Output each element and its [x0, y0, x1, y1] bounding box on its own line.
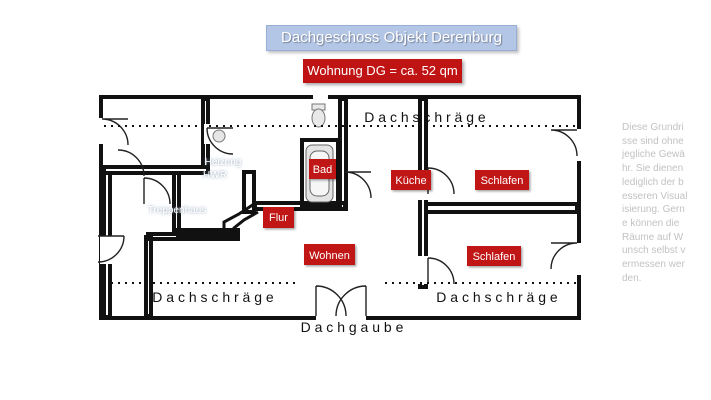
room-label-hwr: HWR — [203, 170, 227, 181]
door-swings — [97, 118, 578, 317]
room-label-treppenhaus: Treppenhaus — [148, 205, 207, 216]
toilet — [311, 103, 326, 128]
slope-label-bottom-right: D a c h s c h r ä g e — [436, 289, 558, 305]
slope-lines — [104, 125, 576, 284]
room-label-schlafen-1: Schlafen — [481, 175, 524, 187]
room-label-kueche: Küche — [395, 175, 426, 187]
flur-diagonal-wall — [222, 202, 259, 234]
area-badge: Wohnung DG = ca. 52 qm — [303, 59, 462, 83]
room-label-bad: Bad — [313, 164, 333, 176]
disclaimer-text: Diese Grundrisse sind ohne jegliche Gewä… — [622, 122, 688, 284]
boiler — [212, 129, 226, 143]
room-labels: Bad Küche Schlafen Schlafen Flur Wohnen — [263, 159, 529, 266]
plan-title: Dachgeschoss Objekt Derenburg — [266, 25, 517, 51]
slope-label-top: D a c h s c h r ä g e — [364, 109, 486, 125]
room-label-schlafen-2: Schlafen — [473, 251, 516, 263]
room-label-heizung: Heizung — [205, 157, 242, 168]
room-label-wohnen: Wohnen — [309, 250, 350, 262]
utility-labels: Heizung HWR Treppenhaus — [148, 157, 242, 216]
slope-label-bottom-left: D a c h s c h r ä g e — [152, 289, 274, 305]
gable-label: D a c h g a u b e — [301, 319, 404, 335]
room-label-flur: Flur — [269, 212, 288, 224]
